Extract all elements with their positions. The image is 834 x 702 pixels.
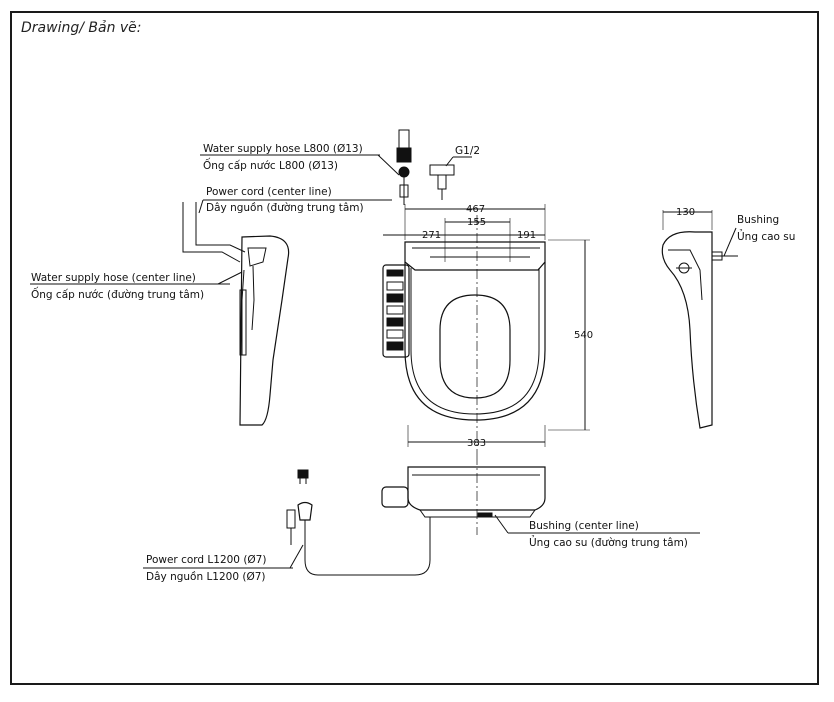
right-side-view: 130 <box>661 207 738 429</box>
dim-overall-width: 467 <box>466 204 485 215</box>
water-hose-center-leader: Water supply hose (center line) Ống cấp … <box>30 271 243 301</box>
top-view: 467 271 155 191 540 383 <box>382 204 593 455</box>
power-cord-center-leader: Power cord (center line) Dây nguồn (đườn… <box>198 186 392 214</box>
water-hose-center-label-en: Water supply hose (center line) <box>31 272 196 284</box>
power-cord-center-label-en: Power cord (center line) <box>206 186 332 198</box>
water-hose-l800-label-vi: Ống cấp nước L800 (Ø13) <box>203 158 338 172</box>
water-hose-l800-leader: Water supply hose L800 (Ø13) Ống cấp nướ… <box>200 143 400 176</box>
left-side-view <box>182 202 290 426</box>
dim-side-depth: 130 <box>676 207 695 218</box>
front-view <box>304 455 546 576</box>
power-cord-l1200-label-vi: Dây nguồn L1200 (Ø7) <box>146 571 266 583</box>
power-cord-center-label-vi: Dây nguồn (đường trung tâm) <box>206 202 364 214</box>
hose-fittings <box>396 129 455 205</box>
dim-seat-width: 383 <box>467 438 486 449</box>
dim-right-offset: 191 <box>517 230 536 241</box>
bushing-center-label-en: Bushing (center line) <box>529 520 639 532</box>
thread-label: G1/2 <box>455 145 480 157</box>
plug-socket <box>286 469 313 545</box>
water-hose-center-label-vi: Ống cấp nước (đường trung tâm) <box>31 287 204 301</box>
dim-length: 540 <box>574 330 593 341</box>
power-cord-l1200-leader: Power cord L1200 (Ø7) Dây nguồn L1200 (Ø… <box>143 544 304 583</box>
drawing-frame <box>10 11 819 685</box>
water-hose-l800-label-en: Water supply hose L800 (Ø13) <box>203 143 363 155</box>
bushing-label-vi: Ủng cao su <box>737 229 795 243</box>
bushing-center-label-vi: Ủng cao su (đường trung tâm) <box>529 535 688 549</box>
bushing-leader: Bushing Ủng cao su <box>723 214 795 257</box>
dim-hole-spacing: 155 <box>467 217 486 228</box>
bushing-label-en: Bushing <box>737 214 779 226</box>
drawing-heading: Drawing/ Bản vẽ: <box>21 20 142 36</box>
power-cord-l1200-label-en: Power cord L1200 (Ø7) <box>146 554 266 566</box>
thread-leader: G1/2 <box>445 145 480 167</box>
bushing-center-leader: Bushing (center line) Ủng cao su (đường … <box>494 514 700 549</box>
dim-left-offset: 271 <box>422 230 441 241</box>
